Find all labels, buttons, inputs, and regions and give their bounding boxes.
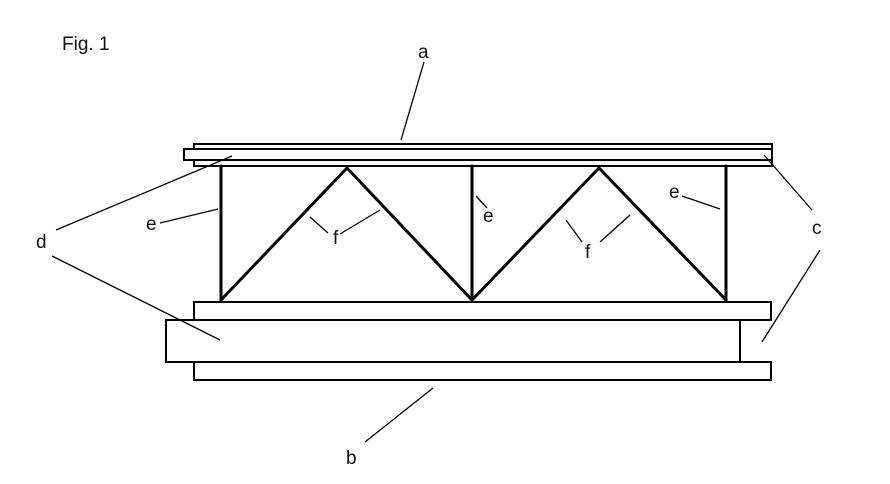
leader-b xyxy=(364,387,434,443)
label-b: b xyxy=(346,448,357,469)
label-e-left: e xyxy=(146,214,157,235)
leader-c-upper xyxy=(763,154,813,211)
leader-f2-b xyxy=(599,214,631,243)
bottom-plate-upper xyxy=(193,301,772,321)
label-e-right: e xyxy=(669,182,680,203)
bottom-plate-lower xyxy=(193,361,772,381)
bottom-chord-block xyxy=(165,319,741,363)
leader-a xyxy=(400,61,425,141)
leader-e-center xyxy=(475,195,488,209)
figure-title: Fig. 1 xyxy=(62,34,110,55)
diagonal-member-4 xyxy=(597,166,728,302)
leader-c-lower xyxy=(761,249,821,343)
diagonal-member-2 xyxy=(345,166,474,302)
leader-f1-b xyxy=(339,209,381,235)
leader-e-right xyxy=(681,195,721,210)
label-c: c xyxy=(812,218,822,239)
leader-f1-a xyxy=(309,216,329,234)
label-a: a xyxy=(418,42,429,63)
diagonal-member-1 xyxy=(219,166,349,302)
leader-f2-a xyxy=(565,219,583,243)
top-plate-c xyxy=(193,159,773,167)
top-chord-plate xyxy=(183,148,773,161)
label-f-left: f xyxy=(333,228,339,249)
diagonal-member-3 xyxy=(470,166,601,302)
label-f-right: f xyxy=(585,242,591,263)
label-e-center: e xyxy=(483,206,494,227)
label-d: d xyxy=(36,232,47,253)
leader-e-left xyxy=(159,208,219,224)
leader-d-lower xyxy=(51,255,221,341)
leader-d-upper xyxy=(55,155,233,231)
